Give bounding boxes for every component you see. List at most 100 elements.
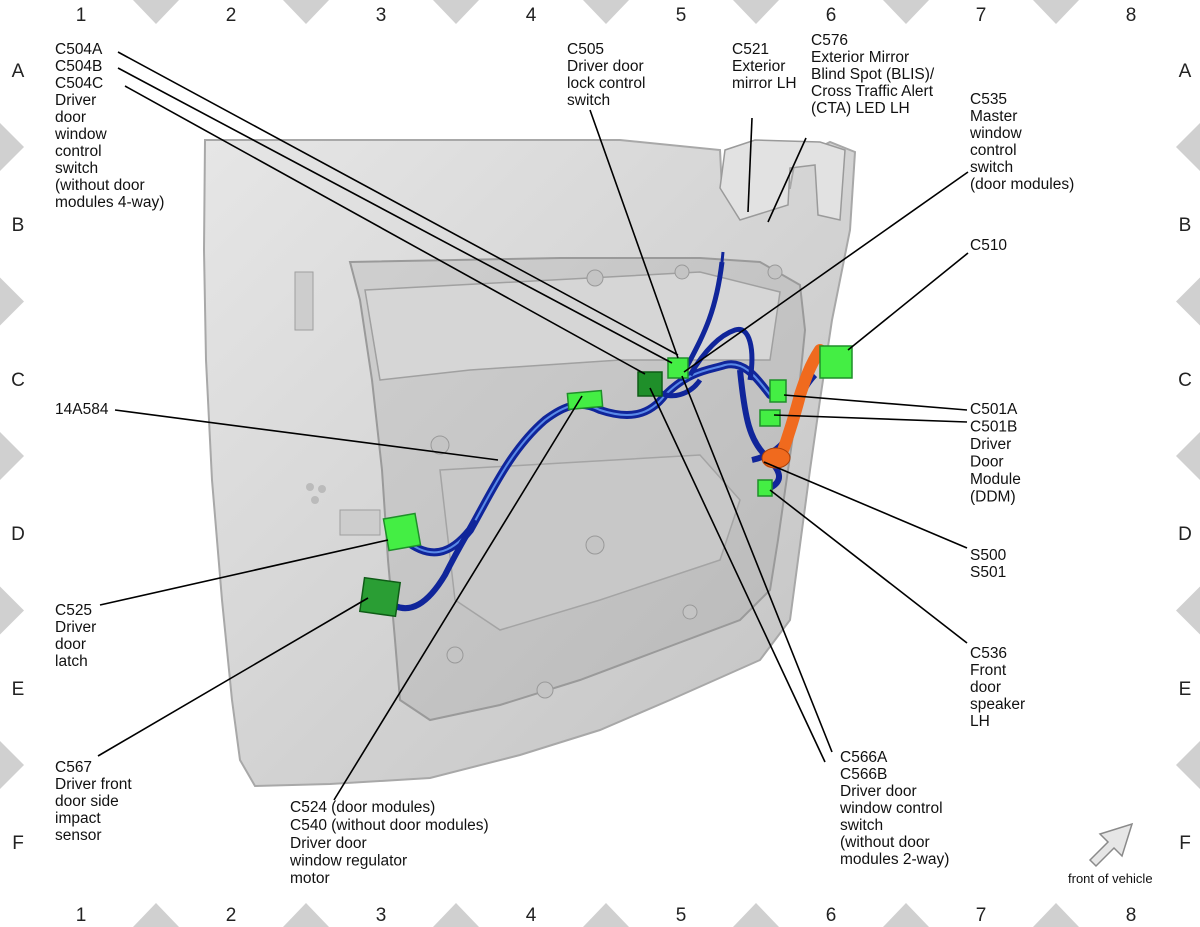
callout-line: door [55,109,86,126]
callout-line: C536 [970,645,1007,662]
callout-line: C567 [55,759,92,776]
callout-line: C504A [55,41,103,58]
connector-c501a[interactable] [769,379,787,403]
connector-c525[interactable] [382,512,422,552]
callout-line: door [55,636,86,653]
grid-column-label: 2 [226,905,237,926]
grid-border-triangle [0,586,24,635]
callout-line: C504C [55,75,103,92]
grid-border-triangle [733,0,779,24]
grid-border-triangle [583,0,629,24]
callout-line: C576 [811,32,848,49]
grid-column-label: 5 [676,5,687,26]
callout-line: lock control [567,75,645,92]
grid-border-triangle [1176,741,1200,789]
connector-c510[interactable] [819,345,853,379]
connector-c524[interactable] [566,389,604,411]
connector-c501b[interactable] [759,409,781,427]
grid-border-triangle [133,0,179,24]
grid-column-label: 8 [1126,5,1137,26]
door-module-harness [761,344,826,469]
grid-column-label: 6 [826,5,837,26]
grid-column-label: 7 [976,5,987,26]
callout-line: latch [55,653,88,670]
grid-border-triangle [1033,903,1079,927]
grid-column-label: 3 [376,905,387,926]
grid-border-triangle [0,123,24,171]
leader-lines [97,51,969,801]
grid-border-triangle [883,0,929,24]
callout-line: Door [970,454,1004,471]
grid-column-label: 1 [76,905,87,926]
grid-border-triangle [133,903,179,927]
callout-line: window [54,126,107,143]
grid-column-label: 4 [526,5,537,26]
callout-line: (door modules) [970,176,1074,193]
callout-line: (DDM) [970,489,1016,506]
grid-border-triangle [733,903,779,927]
callout-harness-14a584: 14A584 [55,401,109,418]
callout-line: Driver front [55,776,132,793]
callout-line: C501A [970,401,1018,418]
connector-c567[interactable] [358,576,402,618]
grid-border-triangle [1176,277,1200,326]
callout-line: Blind Spot (BLIS)/ [811,66,935,83]
callout-line: C521 [732,41,769,58]
callout-line: Driver door [290,835,367,852]
callout-line: (without door [840,834,930,851]
callout-line: switch [840,817,883,834]
callout-line: C525 [55,602,92,619]
front-arrow-icon [1088,822,1134,868]
callout-line: control [970,142,1017,159]
grid-border-triangle [0,432,24,480]
callout-c540-line2: C540(without door modules) [290,817,489,834]
grid-border-triangle [1033,0,1079,24]
connector-c505[interactable] [667,357,689,379]
connector-c536[interactable] [757,479,773,497]
callout-line: modules 4-way) [55,194,164,211]
grid-border-triangle [0,277,24,326]
callout-line: modules 2-way) [840,851,949,868]
grid-row-label: C [11,370,25,391]
callout-line: Driver [55,619,96,636]
callout-line: Front [970,662,1007,679]
grid-column-label: 8 [1126,905,1137,926]
callout-line: sensor [55,827,102,844]
callout-line: switch [55,160,98,177]
callout-line: (CTA) LED LH [811,100,910,117]
connectors [358,345,853,618]
front-of-vehicle-label: front of vehicle [1068,871,1153,886]
grid-border-triangle [1176,432,1200,480]
grid-row-label: E [12,679,25,700]
grid-border-triangle [283,0,329,24]
callout-line: Exterior Mirror [811,49,909,66]
callout-line: C566B [840,766,887,783]
callout-line: C510 [970,237,1007,254]
callout-line: motor [290,870,330,887]
callout-line: C535 [970,91,1007,108]
callout-line: C505 [567,41,604,58]
grid-column-label: 1 [76,5,87,26]
callout-line: door side [55,793,119,810]
callout-line: LH [970,713,990,730]
connector-c504[interactable] [637,371,663,397]
callout-line: C501B [970,419,1017,436]
callout-line: speaker [970,696,1025,713]
callout-line: Cross Traffic Alert [811,83,934,100]
door-panel [202,139,857,788]
grid-row-label: B [1179,215,1192,236]
